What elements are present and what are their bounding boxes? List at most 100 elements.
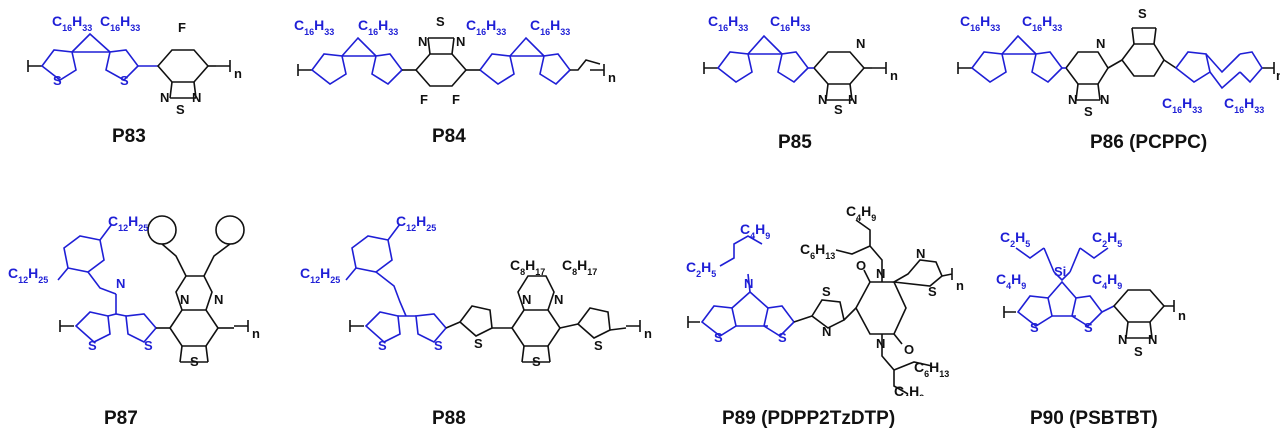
substituent-c2h5: C2H5 xyxy=(686,259,716,279)
structure-p90: C2H5 C4H9 C2H5 C4H9 Si S S N N S n xyxy=(996,229,1186,359)
substituent-c16h33: C16H33 xyxy=(708,13,748,33)
substituent-c2h5: C2H5 xyxy=(1092,229,1122,249)
substituent-c16h33: C16H33 xyxy=(1224,95,1264,115)
atom-o: O xyxy=(856,258,866,273)
substituent-c16h33: C16H33 xyxy=(358,17,398,37)
atom-s: S xyxy=(144,338,153,353)
atom-f: F xyxy=(452,92,460,107)
atom-n: N xyxy=(522,292,531,307)
structure-p86: C16H33 C16H33 C16H33 C16H33 S N N N S n xyxy=(957,6,1280,119)
caption-p83: P83 xyxy=(112,126,146,147)
substituent-c4h9: C4H9 xyxy=(846,203,876,223)
atom-s: S xyxy=(834,102,843,114)
atom-n: N xyxy=(822,324,831,339)
substituent-c4h9: C4H9 xyxy=(1092,271,1122,291)
repeat-unit-n: n xyxy=(1276,68,1280,83)
substituent-c2h5: C2H5 xyxy=(1000,229,1030,249)
caption-p89: P89 (PDPP2TzDTP) xyxy=(722,408,896,429)
atom-s: S xyxy=(176,102,185,114)
structure-p84: C16H33 C16H33 C16H33 C16H33 S N N F F n xyxy=(294,14,616,107)
substituent-c16h33: C16H33 xyxy=(294,17,334,37)
caption-p87: P87 xyxy=(104,408,138,429)
atom-n: N xyxy=(848,92,857,107)
atom-s: S xyxy=(190,354,199,366)
substituent-c4h9: C4H9 xyxy=(996,271,1026,291)
atom-s: S xyxy=(1138,6,1147,21)
atom-s: S xyxy=(434,338,443,353)
atom-n: N xyxy=(1118,332,1127,347)
atom-s: S xyxy=(436,14,445,29)
substituent-c12h25: C12H25 xyxy=(108,213,148,233)
atom-n: N xyxy=(744,276,753,291)
atom-n: N xyxy=(876,336,885,351)
caption-p86: P86 (PCPPC) xyxy=(1090,132,1208,153)
repeat-unit-n: n xyxy=(234,66,242,81)
substituent-c16h33-right: C16H33 xyxy=(100,13,140,33)
repeat-unit-n: n xyxy=(1178,308,1186,323)
repeat-unit-n: n xyxy=(644,326,652,341)
atom-s: S xyxy=(1084,104,1093,119)
structure-p88: C12H25 C12H25 C8H17 C8H17 S S S N N S S … xyxy=(300,213,652,366)
atom-s: S xyxy=(1084,320,1093,335)
atom-s: S xyxy=(928,284,937,299)
substituent-c12h25: C12H25 xyxy=(8,265,48,285)
substituent-c8h17: C8H17 xyxy=(562,257,597,277)
structure-p83: C16H33 C16H33 S S F N N S n xyxy=(27,13,242,114)
atom-s: S xyxy=(594,338,603,353)
repeat-unit-n: n xyxy=(252,326,260,341)
caption-p90: P90 (PSBTBT) xyxy=(1030,408,1158,429)
structure-p85: C16H33 C16H33 N N N S n xyxy=(703,13,898,114)
substituent-c16h33: C16H33 xyxy=(1022,13,1062,33)
atom-n: N xyxy=(456,34,465,49)
caption-p84: P84 xyxy=(432,126,466,147)
substituent-c6h13: C6H13 xyxy=(800,241,835,261)
atom-o: O xyxy=(904,342,914,357)
atom-s: S xyxy=(1030,320,1039,335)
structure-p87: C12H25 C12H25 N S S N N S n xyxy=(8,213,260,366)
atom-s: S xyxy=(88,338,97,353)
substituent-c8h17: C8H17 xyxy=(510,257,545,277)
caption-p85: P85 xyxy=(778,132,812,153)
substituent-c16h33: C16H33 xyxy=(530,17,570,37)
atom-n: N xyxy=(1068,92,1077,107)
atom-n: N xyxy=(192,90,201,105)
atom-n: N xyxy=(916,246,925,261)
atom-s: S xyxy=(120,73,129,88)
caption-p88: P88 xyxy=(432,408,466,429)
atom-n: N xyxy=(1100,92,1109,107)
atom-n: N xyxy=(160,90,169,105)
atom-s: S xyxy=(53,73,62,88)
atom-n: N xyxy=(1096,36,1105,51)
substituent-c12h25: C12H25 xyxy=(300,265,340,285)
repeat-unit-n: n xyxy=(890,68,898,83)
substituent-c4h9: C4H9 xyxy=(894,383,924,396)
atom-s: S xyxy=(714,330,723,345)
atom-n: N xyxy=(180,292,189,307)
substituent-c6h13: C6H13 xyxy=(914,359,949,379)
atom-s: S xyxy=(378,338,387,353)
atom-s: S xyxy=(778,330,787,345)
substituent-c12h25: C12H25 xyxy=(396,213,436,233)
substituent-c16h33: C16H33 xyxy=(1162,95,1202,115)
structure-p89: C2H5 C4H9 N S S C4H9 C6H13 O N N O S N N… xyxy=(686,203,964,396)
atom-si: Si xyxy=(1054,264,1066,279)
atom-n: N xyxy=(554,292,563,307)
repeat-unit-n: n xyxy=(956,278,964,293)
atom-s: S xyxy=(532,354,541,366)
atom-n: N xyxy=(818,92,827,107)
atom-f: F xyxy=(420,92,428,107)
atom-n: N xyxy=(876,266,885,281)
atom-s: S xyxy=(474,336,483,351)
atom-n: N xyxy=(116,276,125,291)
repeat-unit-n: n xyxy=(608,70,616,85)
substituent-c4h9: C4H9 xyxy=(740,221,770,241)
atom-n: N xyxy=(1148,332,1157,347)
atom-n: N xyxy=(856,36,865,51)
substituent-c16h33: C16H33 xyxy=(466,17,506,37)
atom-s: S xyxy=(1134,344,1143,359)
substituent-c16h33: C16H33 xyxy=(960,13,1000,33)
substituent-c16h33: C16H33 xyxy=(770,13,810,33)
atom-n: N xyxy=(214,292,223,307)
substituent-c16h33-left: C16H33 xyxy=(52,13,92,33)
